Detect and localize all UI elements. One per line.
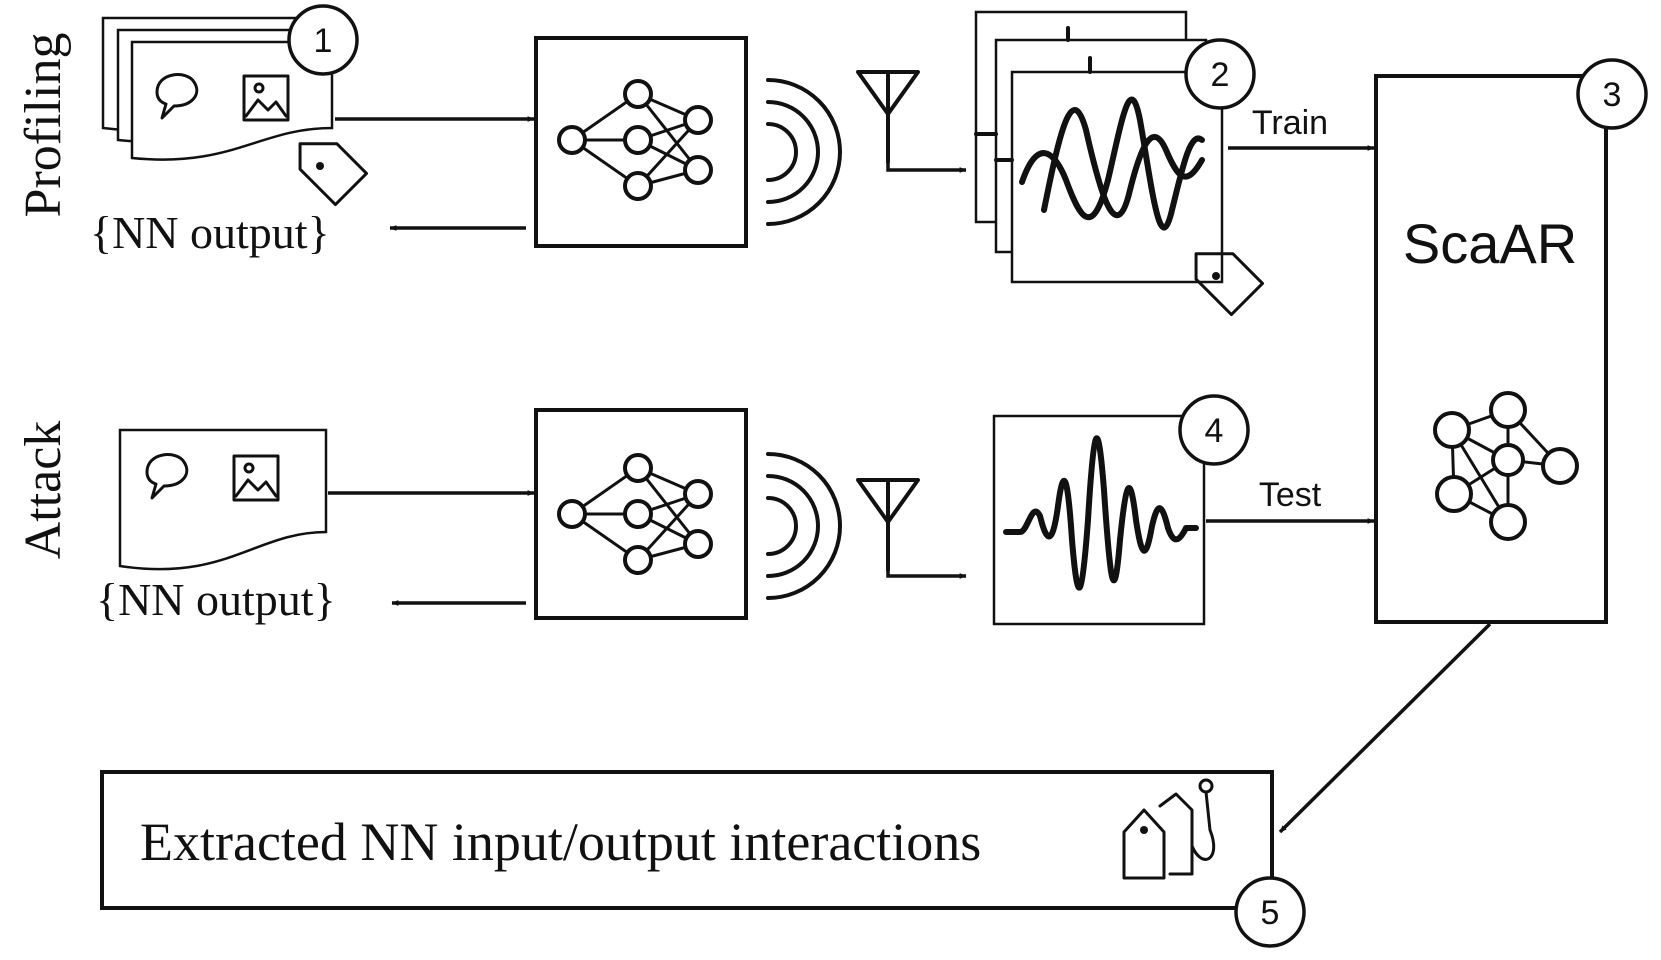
step-number-2: 2 [1211,56,1230,94]
profiling-emission-icon [766,78,842,226]
result-text: Extracted NN input/output interactions [140,812,981,872]
result-box: Extracted NN input/output interactions [100,770,1274,910]
profiling-antenna-icon [856,70,920,164]
result-arrow [1278,622,1492,834]
step-number-4: 4 [1205,412,1224,450]
profiling-input-documents [101,16,369,207]
label-tag-icon [285,123,369,207]
profiling-capture-arrow [886,162,967,173]
step-badge-4: 4 [1178,394,1250,466]
step-badge-1: 1 [287,4,359,76]
profiling-row-label: Profiling [15,33,72,218]
attack-emission-icon [766,452,842,600]
attack-nn-device [534,408,748,620]
train-arrow-label: Train [1252,104,1328,142]
step-badge-3: 3 [1576,58,1648,130]
profiling-trace-waveform [1019,96,1205,231]
attack-trace [992,414,1206,626]
attack-capture-arrow [886,570,967,579]
scaar-network-icon [1433,391,1579,541]
attack-nn-output-text: {NN output} [96,574,336,625]
profiling-trace-stack [974,10,1265,317]
tag-hook-icon [1122,778,1216,880]
scaar-model-box: ScaAR [1374,74,1608,624]
test-arrow-label: Test [1259,476,1322,514]
step-badge-5: 5 [1234,876,1306,948]
step-number-3: 3 [1603,76,1622,114]
attack-antenna-icon [856,478,920,572]
attack-row-label: Attack [15,421,72,560]
profiling-nn-device [534,36,748,248]
step-badge-2: 2 [1184,38,1256,110]
step-number-1: 1 [314,22,333,60]
profiling-nn-output-text: {NN output} [90,207,330,258]
attack-trace-waveform [1003,435,1199,591]
attack-input-document [118,428,328,571]
scaar-title: ScaAR [1403,212,1577,275]
step-number-5: 5 [1261,894,1280,932]
